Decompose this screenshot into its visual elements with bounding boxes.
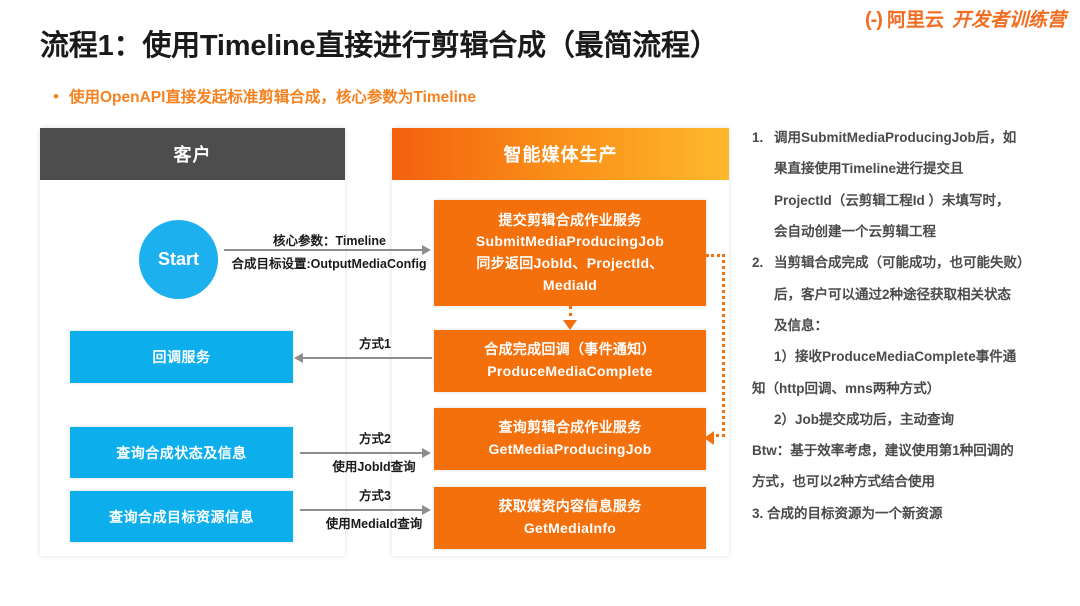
note-item: 2. 当剪辑合成完成（可能成功，也可能失败） 后，客户可以通过2种途径获取相关状… <box>752 247 1074 341</box>
dotted-connector-submit-to-complete <box>569 306 572 323</box>
brand-name: 阿里云 <box>886 9 944 31</box>
note-line: 会自动创建一个云剪辑工程 <box>774 223 936 239</box>
box-get-job[interactable]: 查询剪辑合成作业服务 GetMediaProducingJob <box>434 408 706 470</box>
box-line: SubmitMediaProducingJob <box>475 233 665 250</box>
box-produce-complete[interactable]: 合成完成回调（事件通知） ProduceMediaComplete <box>434 330 706 392</box>
box-line: MediaId <box>542 276 598 293</box>
brand-logo: (-) 阿里云 开发者训练营 <box>865 10 1066 30</box>
arrow-start-to-submit <box>224 249 424 251</box>
page-title: 流程1：使用Timeline直接进行剪辑合成（最简流程） <box>40 30 719 62</box>
arrow-complete-to-callback <box>302 357 432 359</box>
arrow-label-use-jobid: 使用JobId查询 <box>332 460 416 474</box>
box-line: 同步返回JobId、ProjectId、 <box>476 255 664 271</box>
box-get-media-info[interactable]: 获取媒资内容信息服务 GetMediaInfo <box>434 487 706 549</box>
note-item: 1. 调用SubmitMediaProducingJob后，如 果直接使用Tim… <box>752 122 1074 247</box>
start-node[interactable]: Start <box>139 220 218 299</box>
dotted-connector-submit-to-getjob-bottom <box>716 434 725 437</box>
note-sub-line: 2）Job提交成功后，主动查询 <box>774 411 955 427</box>
arrow-target-to-getmediainfo <box>300 509 424 511</box>
panel-service-header: 智能媒体生产 <box>392 128 729 180</box>
arrow-head-left-icon <box>294 353 303 363</box>
box-query-status[interactable]: 查询合成状态及信息 <box>70 427 293 478</box>
bullet-dot-icon: • <box>53 87 59 106</box>
box-line: 提交剪辑合成作业服务 <box>498 211 642 228</box>
arrow-head-left-orange-icon <box>704 431 714 445</box>
note-tail-line: 方式，也可以2种方式结合使用 <box>752 474 936 490</box>
note-line: 及信息： <box>774 317 828 333</box>
box-line: GetMediaInfo <box>523 520 617 536</box>
arrow-label-output-config: 合成目标设置:OutputMediaConfig <box>231 257 427 271</box>
arrow-head-right-icon <box>422 245 431 255</box>
note-body: 调用SubmitMediaProducingJob后，如 果直接使用Timeli… <box>774 122 1074 247</box>
arrow-label-method-1: 方式1 <box>359 337 391 351</box>
box-line: 获取媒资内容信息服务 <box>498 498 642 515</box>
bullet-row: • 使用OpenAPI直接发起标准剪辑合成，核心参数为Timeline <box>53 85 476 107</box>
arrow-head-right-icon <box>422 505 431 515</box>
dotted-connector-submit-to-getjob-vertical <box>722 254 725 437</box>
box-submit-job[interactable]: 提交剪辑合成作业服务 SubmitMediaProducingJob 同步返回J… <box>434 200 706 306</box>
arrow-label-core-params: 核心参数：Timeline <box>273 234 386 248</box>
arrow-head-right-icon <box>422 448 431 458</box>
arrow-status-to-getjob <box>300 452 424 454</box>
dotted-connector-submit-to-getjob-top <box>706 254 725 257</box>
box-line: 合成完成回调（事件通知） <box>484 341 656 358</box>
box-line: GetMediaProducingJob <box>488 441 652 457</box>
alibaba-cloud-logo-icon: (-) <box>864 9 883 31</box>
note-sub-line: 知（http回调、mns两种方式） <box>752 380 941 396</box>
brand-subtitle: 开发者训练营 <box>951 9 1066 31</box>
box-callback-service[interactable]: 回调服务 <box>70 331 293 383</box>
note-tail-line: 3. 合成的目标资源为一个新资源 <box>752 505 943 521</box>
note-line: 果直接使用Timeline进行提交且 <box>774 161 964 177</box>
box-query-target[interactable]: 查询合成目标资源信息 <box>70 491 293 542</box>
notes-column: 1. 调用SubmitMediaProducingJob后，如 果直接使用Tim… <box>752 122 1074 529</box>
arrow-label-use-mediaid: 使用MediaId查询 <box>325 517 423 531</box>
arrow-head-down-icon <box>563 320 577 330</box>
arrow-label-method-3: 方式3 <box>359 489 391 503</box>
box-line: ProduceMediaComplete <box>487 363 653 379</box>
arrow-label-method-2: 方式2 <box>359 432 391 446</box>
panel-customer-header: 客户 <box>40 128 345 180</box>
note-line: ProjectId（云剪辑工程Id ）未填写时， <box>774 192 1010 208</box>
note-marker: 1. <box>752 130 764 145</box>
note-line: 当剪辑合成完成（可能成功，也可能失败） <box>774 255 1031 271</box>
note-body: 当剪辑合成完成（可能成功，也可能失败） 后，客户可以通过2种途径获取相关状态 及… <box>774 247 1074 341</box>
bullet-text: 使用OpenAPI直接发起标准剪辑合成，核心参数为Timeline <box>68 89 477 106</box>
note-sub-line: 1）接收ProduceMediaComplete事件通 <box>774 349 1017 365</box>
box-line: 查询剪辑合成作业服务 <box>498 419 642 436</box>
note-marker: 2. <box>752 255 764 271</box>
note-line: 调用SubmitMediaProducingJob后，如 <box>774 130 1017 145</box>
note-tail-line: Btw：基于效率考虑，建议使用第1种回调的 <box>752 443 1014 459</box>
note-line: 后，客户可以通过2种途径获取相关状态 <box>774 286 1012 302</box>
